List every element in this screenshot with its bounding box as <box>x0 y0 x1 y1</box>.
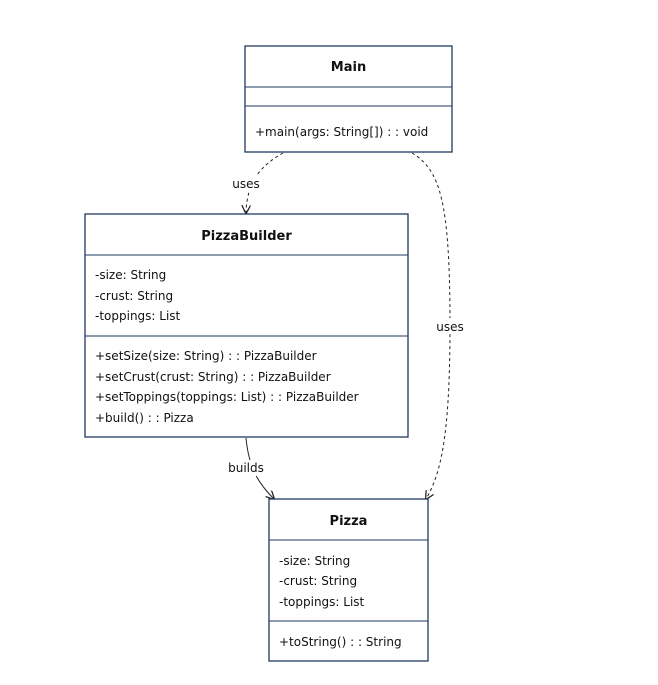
method: +build() : : Pizza <box>95 411 194 425</box>
dependency-arrow <box>411 152 451 499</box>
edge-builder-builds-pizza: builds <box>224 437 274 499</box>
edge-main-uses-pizza: uses <box>411 152 466 499</box>
class-main[interactable]: Main +main(args: String[]) : : void <box>244 45 453 153</box>
attribute: -crust: String <box>279 574 357 588</box>
attribute: -crust: String <box>95 289 173 303</box>
method: +setToppings(toppings: List) : : PizzaBu… <box>95 390 359 404</box>
class-pizza-builder[interactable]: PizzaBuilder -size: String -crust: Strin… <box>84 213 409 438</box>
edge-main-uses-builder: uses <box>230 152 284 213</box>
attribute: -toppings: List <box>95 309 181 323</box>
class-box <box>244 45 453 153</box>
edge-label-uses: uses <box>436 320 464 334</box>
class-name: PizzaBuilder <box>201 229 292 244</box>
method: +toString() : : String <box>279 635 402 649</box>
edge-label-uses: uses <box>232 177 260 191</box>
method: +setCrust(crust: String) : : PizzaBuilde… <box>95 370 331 384</box>
dependency-arrow <box>246 152 284 213</box>
edge-label-builds: builds <box>228 461 264 475</box>
method: +setSize(size: String) : : PizzaBuilder <box>95 349 317 363</box>
attribute: -toppings: List <box>279 595 365 609</box>
class-name: Main <box>331 60 366 75</box>
method: +main(args: String[]) : : void <box>255 125 428 139</box>
class-box <box>84 213 409 438</box>
attribute: -size: String <box>279 554 350 568</box>
class-pizza[interactable]: Pizza -size: String -crust: String -topp… <box>268 498 429 662</box>
class-box <box>268 498 429 662</box>
class-name: Pizza <box>330 514 368 529</box>
attribute: -size: String <box>95 268 166 282</box>
